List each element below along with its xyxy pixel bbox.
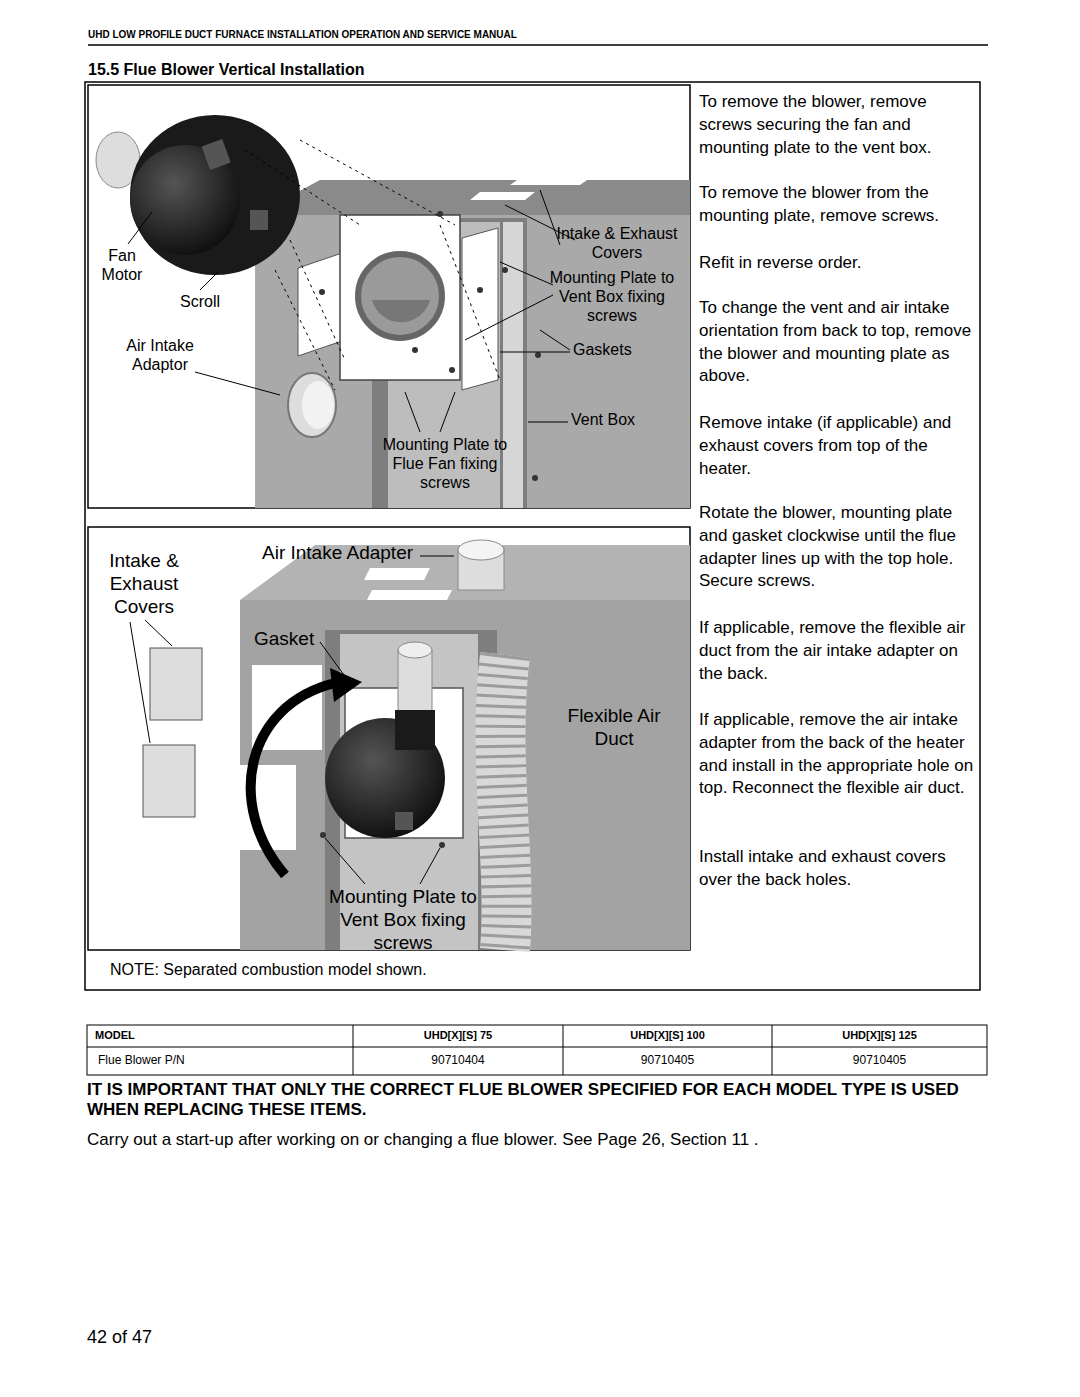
part-label: Fan Motor (92, 246, 152, 284)
part-label: Intake & Exhaust Covers (96, 550, 192, 618)
part-label: Mounting Plate to Vent Box fixing screws (328, 886, 478, 954)
table-header: MODEL (95, 1029, 345, 1042)
body-text: Carry out a start-up after working on or… (87, 1130, 992, 1150)
instruction: To change the vent and air intake orient… (699, 297, 977, 388)
warning: IT IS IMPORTANT THAT ONLY THE CORRECT FL… (87, 1080, 992, 1121)
part-label: Mounting Plate to Flue Fan fixing screws (380, 435, 510, 493)
instruction: To remove the blower, remove screws secu… (699, 91, 977, 159)
part-label: Air Intake Adapter (262, 542, 432, 565)
part-label: Flexible Air Duct (550, 705, 678, 751)
table-cell: Flue Blower P/N (98, 1053, 348, 1067)
part-label: Scroll (180, 292, 240, 311)
table-header: UHD[X][S] 125 (772, 1029, 987, 1042)
instruction: If applicable, remove the air intake ada… (699, 709, 977, 800)
instruction: Remove intake (if applicable) and exhaus… (699, 412, 977, 480)
table-header: UHD[X][S] 75 (353, 1029, 563, 1042)
table-cell: 90710404 (353, 1053, 563, 1067)
part-label: Vent Box (571, 410, 651, 429)
page-number: 42 of 47 (87, 1327, 287, 1349)
part-label: Gasket (254, 628, 334, 651)
part-label: Intake & Exhaust Covers (552, 224, 682, 262)
section-title: 15.5 Flue Blower Vertical Installation (88, 60, 365, 81)
instruction: Install intake and exhaust covers over t… (699, 846, 977, 892)
table-header: UHD[X][S] 100 (563, 1029, 772, 1042)
note: NOTE: Separated combustion model shown. (110, 960, 610, 979)
instruction: If applicable, remove the flexible air d… (699, 617, 977, 685)
running-header: UHD LOW PROFILE DUCT FURNACE INSTALLATIO… (88, 29, 788, 41)
part-label: Gaskets (573, 340, 653, 359)
instruction: To remove the blower from the mounting p… (699, 182, 977, 228)
table-cell: 90710405 (563, 1053, 772, 1067)
part-label: Mounting Plate to Vent Box fixing screws (548, 268, 676, 326)
table-cell: 90710405 (772, 1053, 987, 1067)
instruction: Rotate the blower, mounting plate and ga… (699, 502, 977, 593)
instruction: Refit in reverse order. (699, 252, 977, 275)
part-label: Air Intake Adaptor (110, 336, 210, 374)
